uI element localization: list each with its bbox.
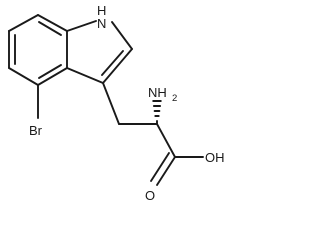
molecule-structure: H N Br NH 2 OH O xyxy=(8,3,225,203)
bond-c6-c7 xyxy=(8,14,39,32)
hashed-wedge-bond xyxy=(152,100,162,125)
label-hydroxyl: OH xyxy=(205,150,225,165)
bond-calpha-carboxyl xyxy=(156,123,176,158)
amino-acid-side-chain xyxy=(102,82,204,186)
pyrrole-ring xyxy=(66,20,133,84)
double-bond-carboxyl-o xyxy=(150,152,170,182)
bond-carboxyl-o xyxy=(156,156,176,186)
label-h-on-n1: H xyxy=(97,3,106,18)
bond-c7-c7a xyxy=(37,14,68,32)
bond-c3-c3a xyxy=(66,67,104,84)
double-bond-c7-c7a-inner xyxy=(38,21,62,36)
bond-c2-c3 xyxy=(102,48,133,84)
label-n1: N xyxy=(97,16,106,31)
double-bond-c2-c3-inner xyxy=(101,50,124,76)
bond-c7a-n1 xyxy=(66,20,97,32)
double-bond-c3a-c4-inner xyxy=(38,64,62,79)
benzene-ring xyxy=(8,14,68,86)
label-carbonyl-oxygen: O xyxy=(145,188,155,203)
bond-n1-c2 xyxy=(111,21,133,50)
bond-c4-c5 xyxy=(8,67,39,86)
bond-c3a-c4 xyxy=(37,67,68,86)
label-amino-subscript: 2 xyxy=(172,93,177,104)
label-bromine: Br xyxy=(29,123,43,138)
bond-c3-cbeta xyxy=(102,82,120,125)
label-amino-nh: NH xyxy=(148,85,167,100)
